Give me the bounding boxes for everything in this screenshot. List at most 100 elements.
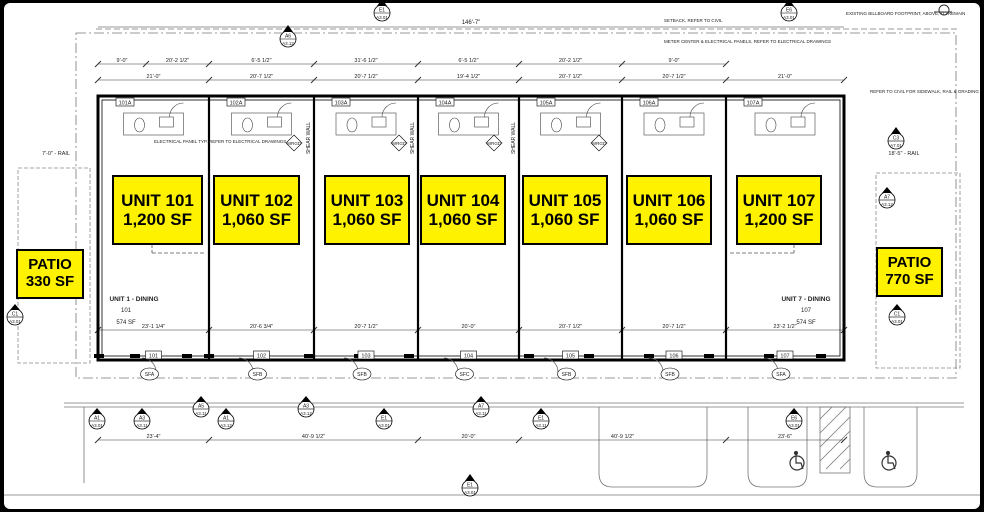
unit-name: UNIT 102 [220,190,293,210]
dining-area: 574 SF [116,320,136,326]
door-tag-text: 107A [747,101,760,107]
billboard-note: EXISTING BILLBOARD FOOTPRINT, ABOVE, TO … [846,11,965,16]
section-marker-number: A1 [223,416,229,422]
rail-dimension-text: 7'-0" - RAIL [42,151,70,157]
dimension-text: 20'-7 1/2" [662,74,685,80]
dimension-text: 20'-7 1/2" [354,74,377,80]
sink-icon [474,116,489,128]
restroom-outline [335,112,397,136]
dimension-text: 23'-6" [778,434,792,440]
section-marker-arrow [784,3,794,6]
section-marker-sheet: A3.01 [788,423,800,428]
unit-name: UNIT 104 [426,190,500,210]
toilet-icon [551,117,562,133]
patio-areas [17,167,961,369]
section-marker-number: A1 [94,416,100,422]
door-tag: 104A [435,97,455,107]
dimension-text: 19'-4 1/2" [457,74,480,80]
section-marker-arrow [137,408,147,414]
shear-wall-label: SHEAR WALL [306,122,312,154]
section-marker-arrow [892,304,902,310]
sink-icon [576,116,591,128]
toilet-icon [654,117,666,133]
dimension-text: 31'-6 1/2" [354,58,377,64]
dimension-text: 20'-7 1/2" [662,324,685,330]
dimension-tick [414,60,422,68]
dining-label: UNIT 7 - DINING [781,296,830,303]
door-tag-text: 106A [643,101,656,107]
equipment-tag: SFB [660,367,680,381]
sink-icon [371,116,387,128]
floor-plan-drawing: 146'-7"9'-0"20'-2 1/2"6'-5 1/2"31'-6 1/2… [4,3,980,497]
north-arrow-icon [934,4,952,16]
door-tag: 102A [226,97,246,107]
dimension-tick [94,436,102,444]
property-line [75,32,957,379]
equipment-tag-text: SFB [562,372,572,378]
dimension-tick [414,76,422,84]
section-marker-arrow [10,304,20,310]
room-tag-box [776,350,794,360]
dimension-text: 21'-0" [146,74,160,80]
section-marker-arrow [891,127,901,134]
accessible-parking-icon [881,450,897,471]
door-tag-text: 102A [230,101,243,107]
door-tag: 106A [639,97,659,107]
section-marker-number: A3 [303,404,309,410]
door-tag: 101A [115,97,135,107]
door-tag-box [639,97,659,107]
exterior-wall [96,94,846,362]
dining-label: UNIT 1 - DINING [109,296,158,303]
room-tag: 104 [460,350,477,360]
section-marker-arrow [301,396,311,402]
patio-name: PATIO [28,256,72,274]
dimension-tick [205,60,213,68]
door-tag-text: 103A [335,101,348,107]
equipment-tag-outline [248,367,267,381]
meter-note: METER CENTER & ELECTRICAL PANELS, REFER … [664,39,831,44]
dimension-tick [94,60,102,68]
patio-left-area [17,167,91,364]
section-marker-sheet: A3.01 [91,423,103,428]
section-marker-arrow [465,474,475,481]
room-tag-text: 105 [566,354,575,360]
dimension-text: 20'-7 1/2" [354,324,377,330]
restroom-outline [438,112,499,136]
dimension-text: 9'-0" [669,58,680,64]
section-marker-sheet: A3.12 [881,202,893,207]
equipment-tag-outline [771,367,791,381]
section-marker-arrow [476,396,486,402]
section-marker-sheet: A3.12 [300,411,312,416]
dimension-tick [205,76,213,84]
room-tag-box [460,350,477,360]
dimension-text: 40'-9 1/2" [611,434,634,440]
section-marker-number: C1 [12,312,19,318]
room-tag-text: 103 [361,354,370,360]
section-marker-number: E1 [467,483,473,489]
accessibility-symbols [789,450,897,471]
door-tag: 105A [536,97,556,107]
dimension-text: 20'-2 1/2" [166,58,189,64]
section-marker-number: E1 [538,416,544,422]
door-swing [800,102,816,118]
storefront-mullion [204,354,214,358]
section-marker-arrow [536,408,546,414]
door-swing [586,102,601,118]
toilet-icon [242,117,253,133]
section-marker-sheet: A3.01 [378,423,390,428]
dimension-lines [94,26,848,444]
door-tag-text: 101A [119,101,132,107]
dimension-text: 20'-0" [461,324,475,330]
storefront-mullion [704,354,714,358]
